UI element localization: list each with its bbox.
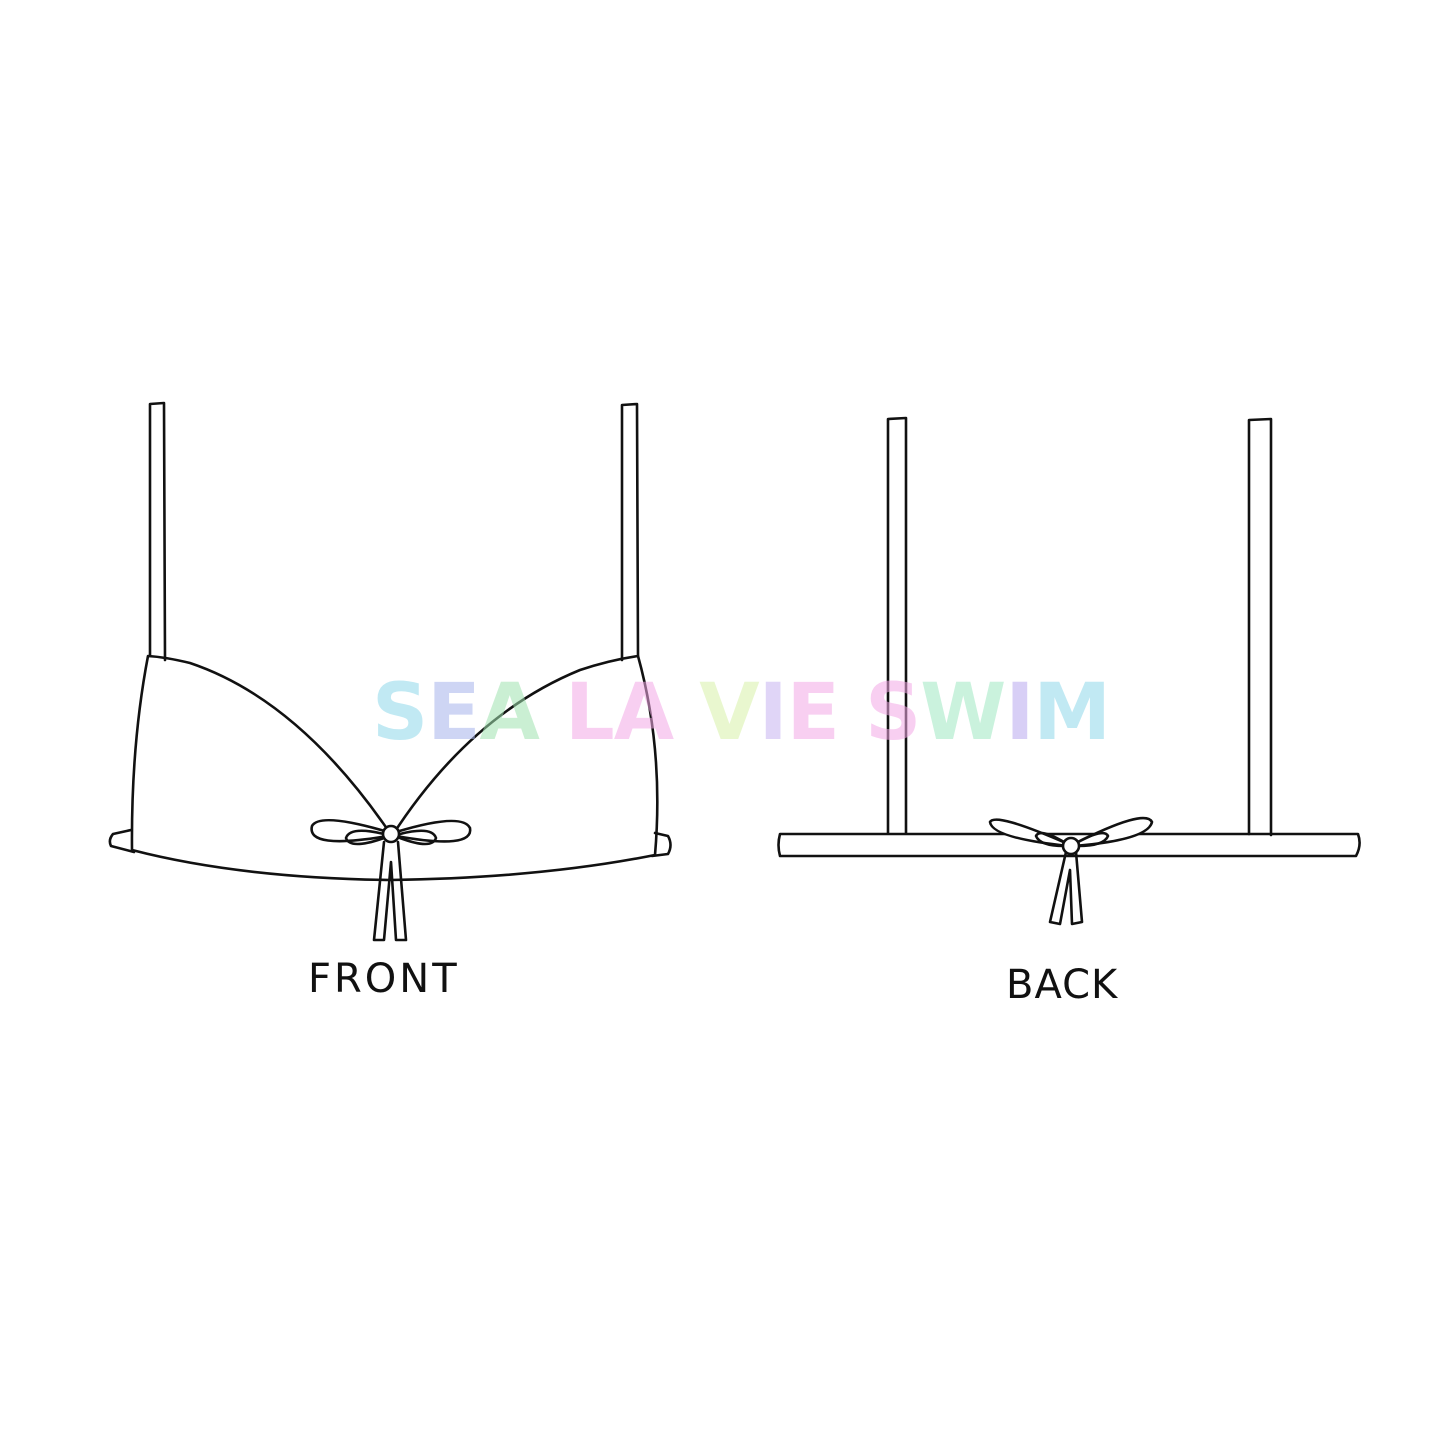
back-bow-left-inner [1034, 831, 1066, 848]
front-bow-knot [381, 824, 401, 844]
back-bow-knot [1061, 836, 1081, 856]
back-left-strap [886, 416, 908, 835]
front-bow-left-inner [344, 829, 386, 846]
back-bow-tails [1048, 850, 1084, 926]
back-bow-right-inner [1076, 831, 1110, 848]
front-label: FRONT [308, 956, 460, 1002]
front-right-strap [620, 402, 640, 662]
back-bow-right-loop [1072, 816, 1154, 848]
back-right-strap [1247, 417, 1273, 837]
front-bow-tails [372, 840, 408, 942]
back-label: BACK [1006, 962, 1119, 1008]
front-left-wing [108, 828, 136, 854]
front-view [108, 401, 672, 942]
front-bow-right-inner [398, 829, 438, 846]
front-right-wing [650, 831, 672, 858]
back-band [777, 832, 1361, 858]
back-view [777, 416, 1361, 926]
back-bow-left-loop [988, 818, 1070, 848]
front-body-outline [130, 654, 659, 882]
front-left-strap [148, 401, 167, 662]
front-bow-left-loop [310, 818, 390, 843]
